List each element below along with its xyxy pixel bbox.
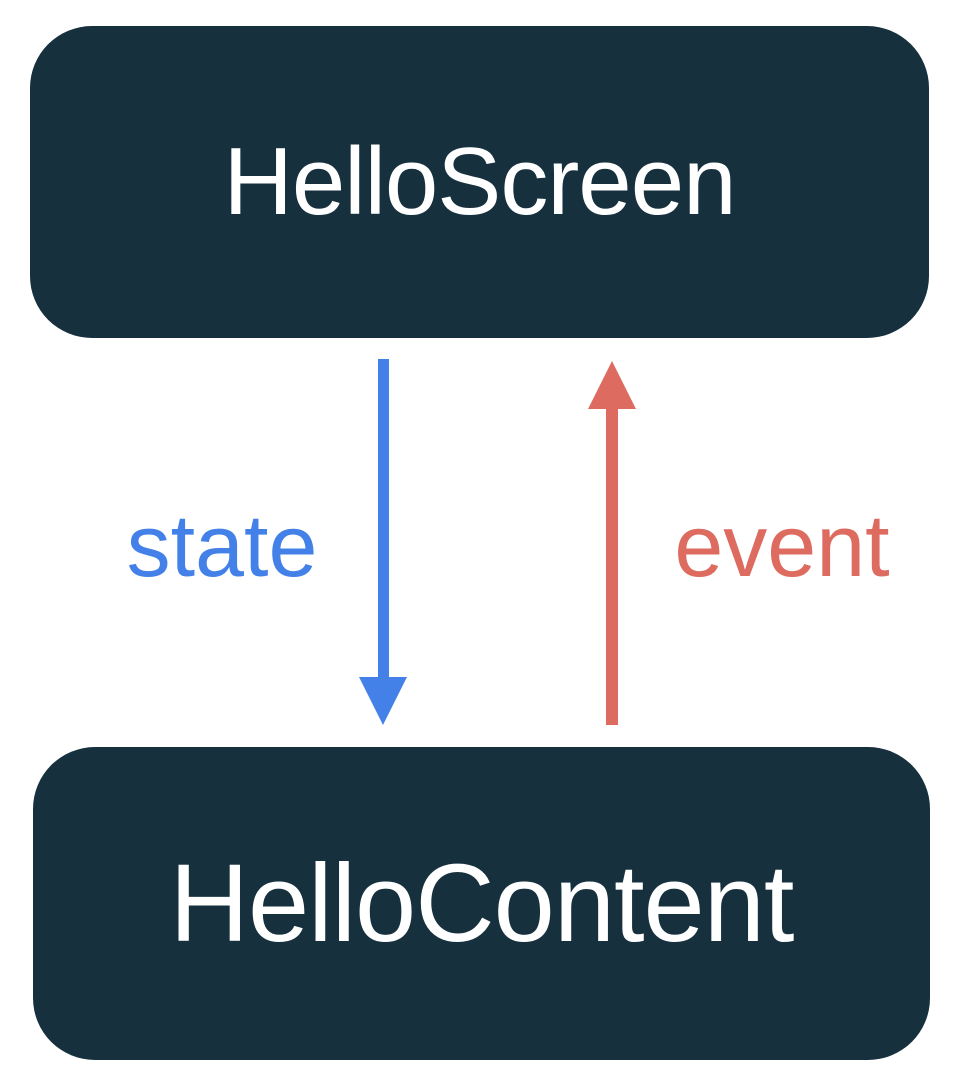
event-arrow-line — [606, 405, 618, 725]
node-hello-screen: HelloScreen — [30, 26, 929, 338]
node-hello-screen-label: HelloScreen — [223, 128, 737, 235]
state-arrow-line — [378, 359, 389, 681]
node-hello-content-label: HelloContent — [169, 841, 795, 965]
event-arrow-up-head-icon — [588, 361, 636, 409]
state-arrow-down-head-icon — [359, 677, 407, 725]
event-edge-label: event — [674, 496, 890, 595]
state-edge-label: state — [126, 496, 318, 595]
node-hello-content: HelloContent — [33, 747, 930, 1060]
